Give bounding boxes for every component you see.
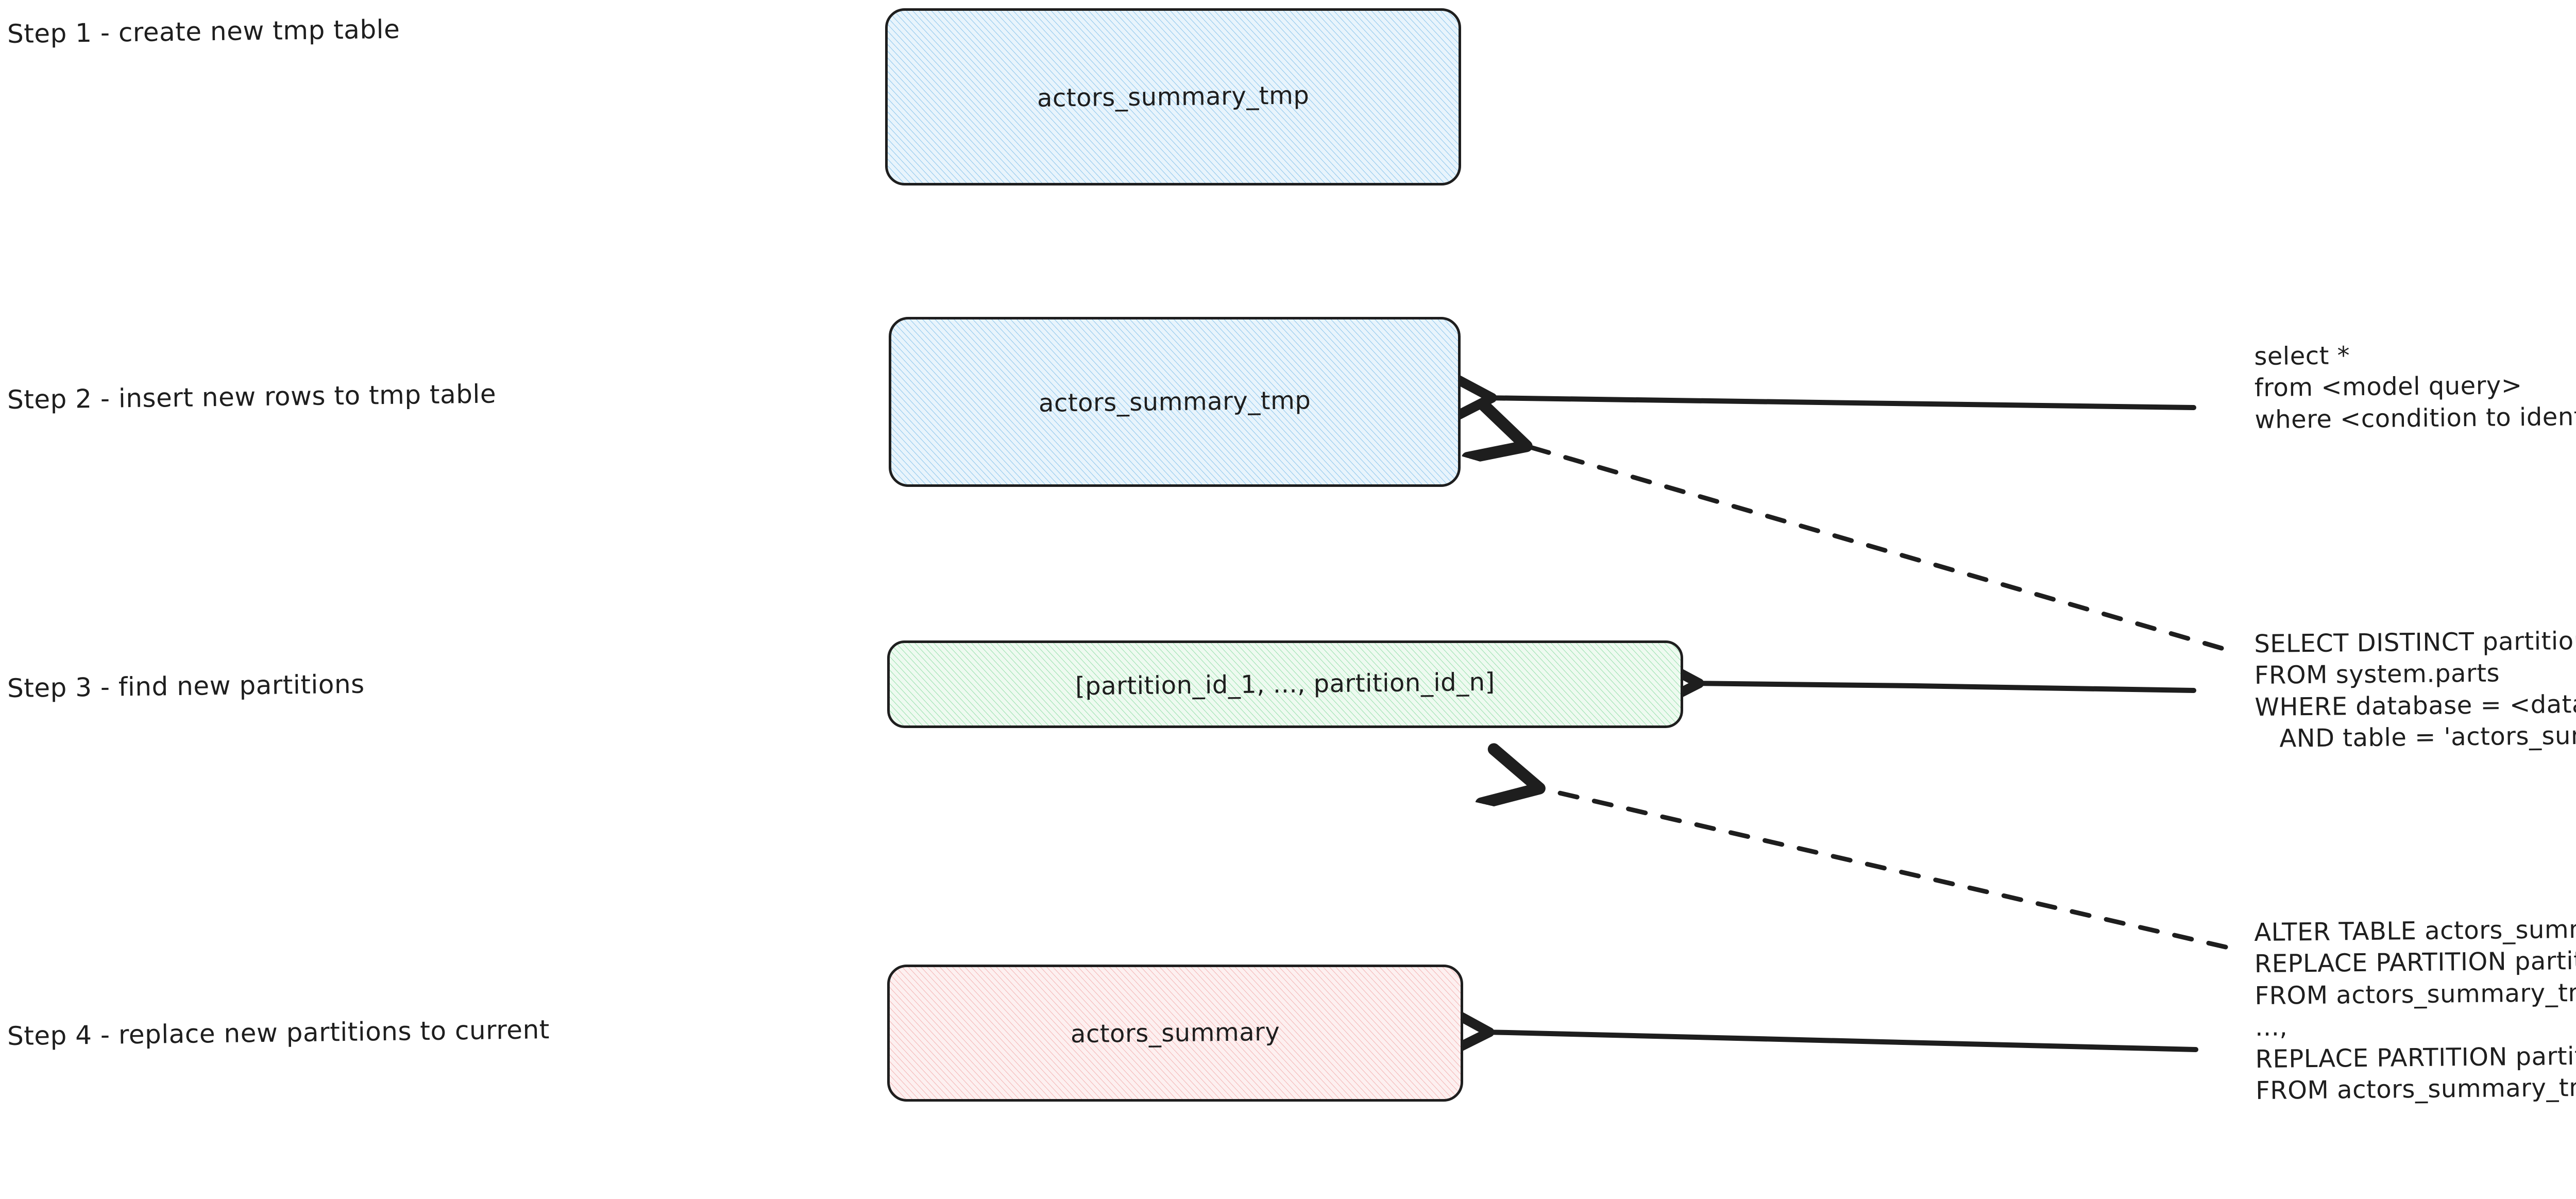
step-1-label: Step 1 - create new tmp table [7, 14, 400, 49]
node-label: actors_summary_tmp [1037, 81, 1310, 113]
sql-step4: ALTER TABLE actors_summary REPLACE PARTI… [2254, 914, 2576, 1106]
node-label: [partition_id_1, ..., partition_id_n] [1075, 667, 1496, 701]
node-actors-summary[interactable]: actors_summary [887, 965, 1463, 1102]
node-actors-summary-tmp-step2[interactable]: actors_summary_tmp [889, 317, 1461, 487]
sql-step3: SELECT DISTINCT partition_id FROM system… [2254, 626, 2576, 753]
arrow-sql3-to-tmp2 [1520, 444, 2224, 651]
arrow-sql4-to-partitions [1533, 787, 2228, 950]
step-4-label: Step 4 - replace new partitions to curre… [7, 1015, 550, 1051]
node-label: actors_summary_tmp [1038, 386, 1311, 418]
node-label: actors_summary [1070, 1017, 1280, 1049]
arrow-sql2-to-tmp2 [1484, 398, 2196, 408]
step-3-label: Step 3 - find new partitions [7, 669, 365, 703]
sql-step2: select * from <model query> where <condi… [2254, 341, 2576, 434]
step-2-label: Step 2 - insert new rows to tmp table [7, 379, 497, 415]
node-partition-id-list[interactable]: [partition_id_1, ..., partition_id_n] [887, 640, 1683, 728]
arrow-sql4-to-actors-summary [1482, 1032, 2198, 1050]
arrow-sql3-to-partitions [1691, 683, 2196, 690]
node-actors-summary-tmp-step1[interactable]: actors_summary_tmp [885, 8, 1461, 185]
